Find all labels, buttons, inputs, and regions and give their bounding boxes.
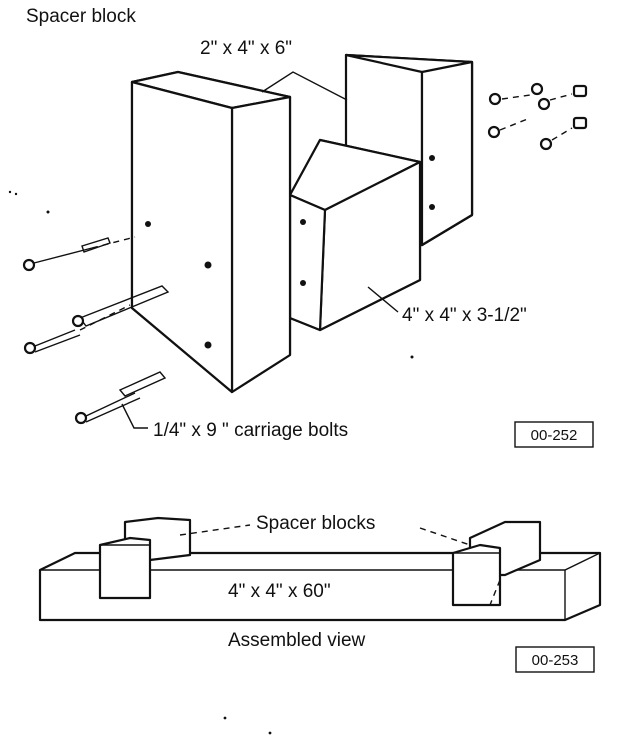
- hole: [429, 155, 435, 161]
- assembled-view-label: Assembled view: [228, 630, 366, 651]
- right-spacer-blocks: [451, 520, 542, 607]
- bolts-label: 1/4" x 9 " carriage bolts: [153, 420, 348, 441]
- middle-block-label: 4" x 4" x 3-1/2": [402, 305, 527, 326]
- exploded-view: 2" x 4" x 6" 4" x 4" x 3-1/2" 1/4" x 9 ": [8, 38, 594, 448]
- top-block-label: 2" x 4" x 6": [200, 38, 292, 59]
- washers-and-nuts: [487, 82, 588, 151]
- hole: [145, 221, 151, 227]
- left-spacer-blocks: [98, 516, 192, 600]
- assembled-view: Spacer blocks 4" x 4" x 60" Assembled vi…: [38, 513, 602, 735]
- spacer-leader-left: [179, 524, 251, 536]
- hole: [429, 204, 435, 210]
- middle-4x4-block: [288, 138, 422, 332]
- diagram-title: Spacer block: [26, 6, 136, 27]
- bolts-leader: [121, 403, 148, 429]
- figure-id-exploded: 00-252: [531, 427, 578, 444]
- figure-id-assembled: 00-253: [532, 652, 579, 669]
- spacer-leader-right: [419, 527, 471, 546]
- front-2x4-block: [130, 70, 292, 394]
- carriage-bolts: [22, 236, 170, 425]
- hole: [300, 219, 306, 225]
- beam-label: 4" x 4" x 60": [228, 581, 331, 602]
- middle-block-leader: [367, 286, 399, 313]
- figure-id-box-assembled: [515, 646, 595, 673]
- hole: [204, 341, 212, 349]
- top-block-leader: [261, 71, 348, 101]
- figure-id-box-exploded: [514, 421, 594, 448]
- spacer-blocks-label: Spacer blocks: [256, 513, 375, 534]
- hole: [204, 261, 212, 269]
- hole: [300, 280, 306, 286]
